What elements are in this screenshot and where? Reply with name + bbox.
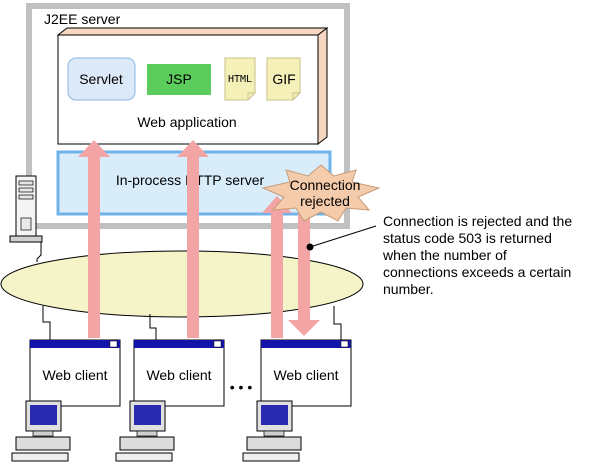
gif-document-icon [266,57,301,101]
rejection-note: Connection is rejected and the status co… [382,213,572,297]
connector-server [36,242,42,262]
web-client-2-label: Web client [146,367,211,383]
request-arrow-rejected [262,196,292,338]
html-document-icon [224,57,256,101]
web-client-3: Web client [242,339,352,462]
note-line-5: number. [383,281,434,297]
connection-rejected-line1: Connection [290,177,361,193]
note-line-1: Connection is rejected and the [383,213,572,229]
gif-label: GIF [272,71,295,87]
note-line-3: when the number of [382,247,507,263]
server-machine-icon [9,175,43,243]
connector-client-2 [149,314,157,340]
request-arrow-servlet [78,140,110,338]
web-application-label: Web application [137,114,236,130]
note-leader-line [309,225,377,248]
servlet-box [67,57,136,101]
request-arrow-jsp [177,140,209,338]
html-label: HTML [228,74,252,85]
html-document-fold [247,92,255,100]
connection-rejected-burst [261,164,381,222]
note-line-4: connections exceeds a certain [383,264,571,280]
j2ee-server-title: J2EE server [44,11,121,27]
rejection-arrow [288,204,320,336]
web-client-2: Web client [115,339,225,462]
computer-icon-2 [115,400,175,462]
connection-rejected-line2: rejected [300,193,350,209]
connector-client-3 [333,306,342,340]
web-client-1: Web client [11,339,121,462]
web-client-1-label: Web client [42,367,107,383]
connector-client-1 [42,306,51,340]
gif-document-fold [292,92,300,100]
computer-icon-3 [242,400,302,462]
note-line-2: status code 503 is returned [383,230,552,246]
client-ellipsis: • • • [230,379,253,395]
jsp-box [147,64,211,95]
computer-icon-1 [11,400,71,462]
web-client-3-label: Web client [273,367,338,383]
servlet-label: Servlet [79,71,123,87]
note-leader-dot [306,243,314,251]
jsp-label: JSP [166,71,192,87]
